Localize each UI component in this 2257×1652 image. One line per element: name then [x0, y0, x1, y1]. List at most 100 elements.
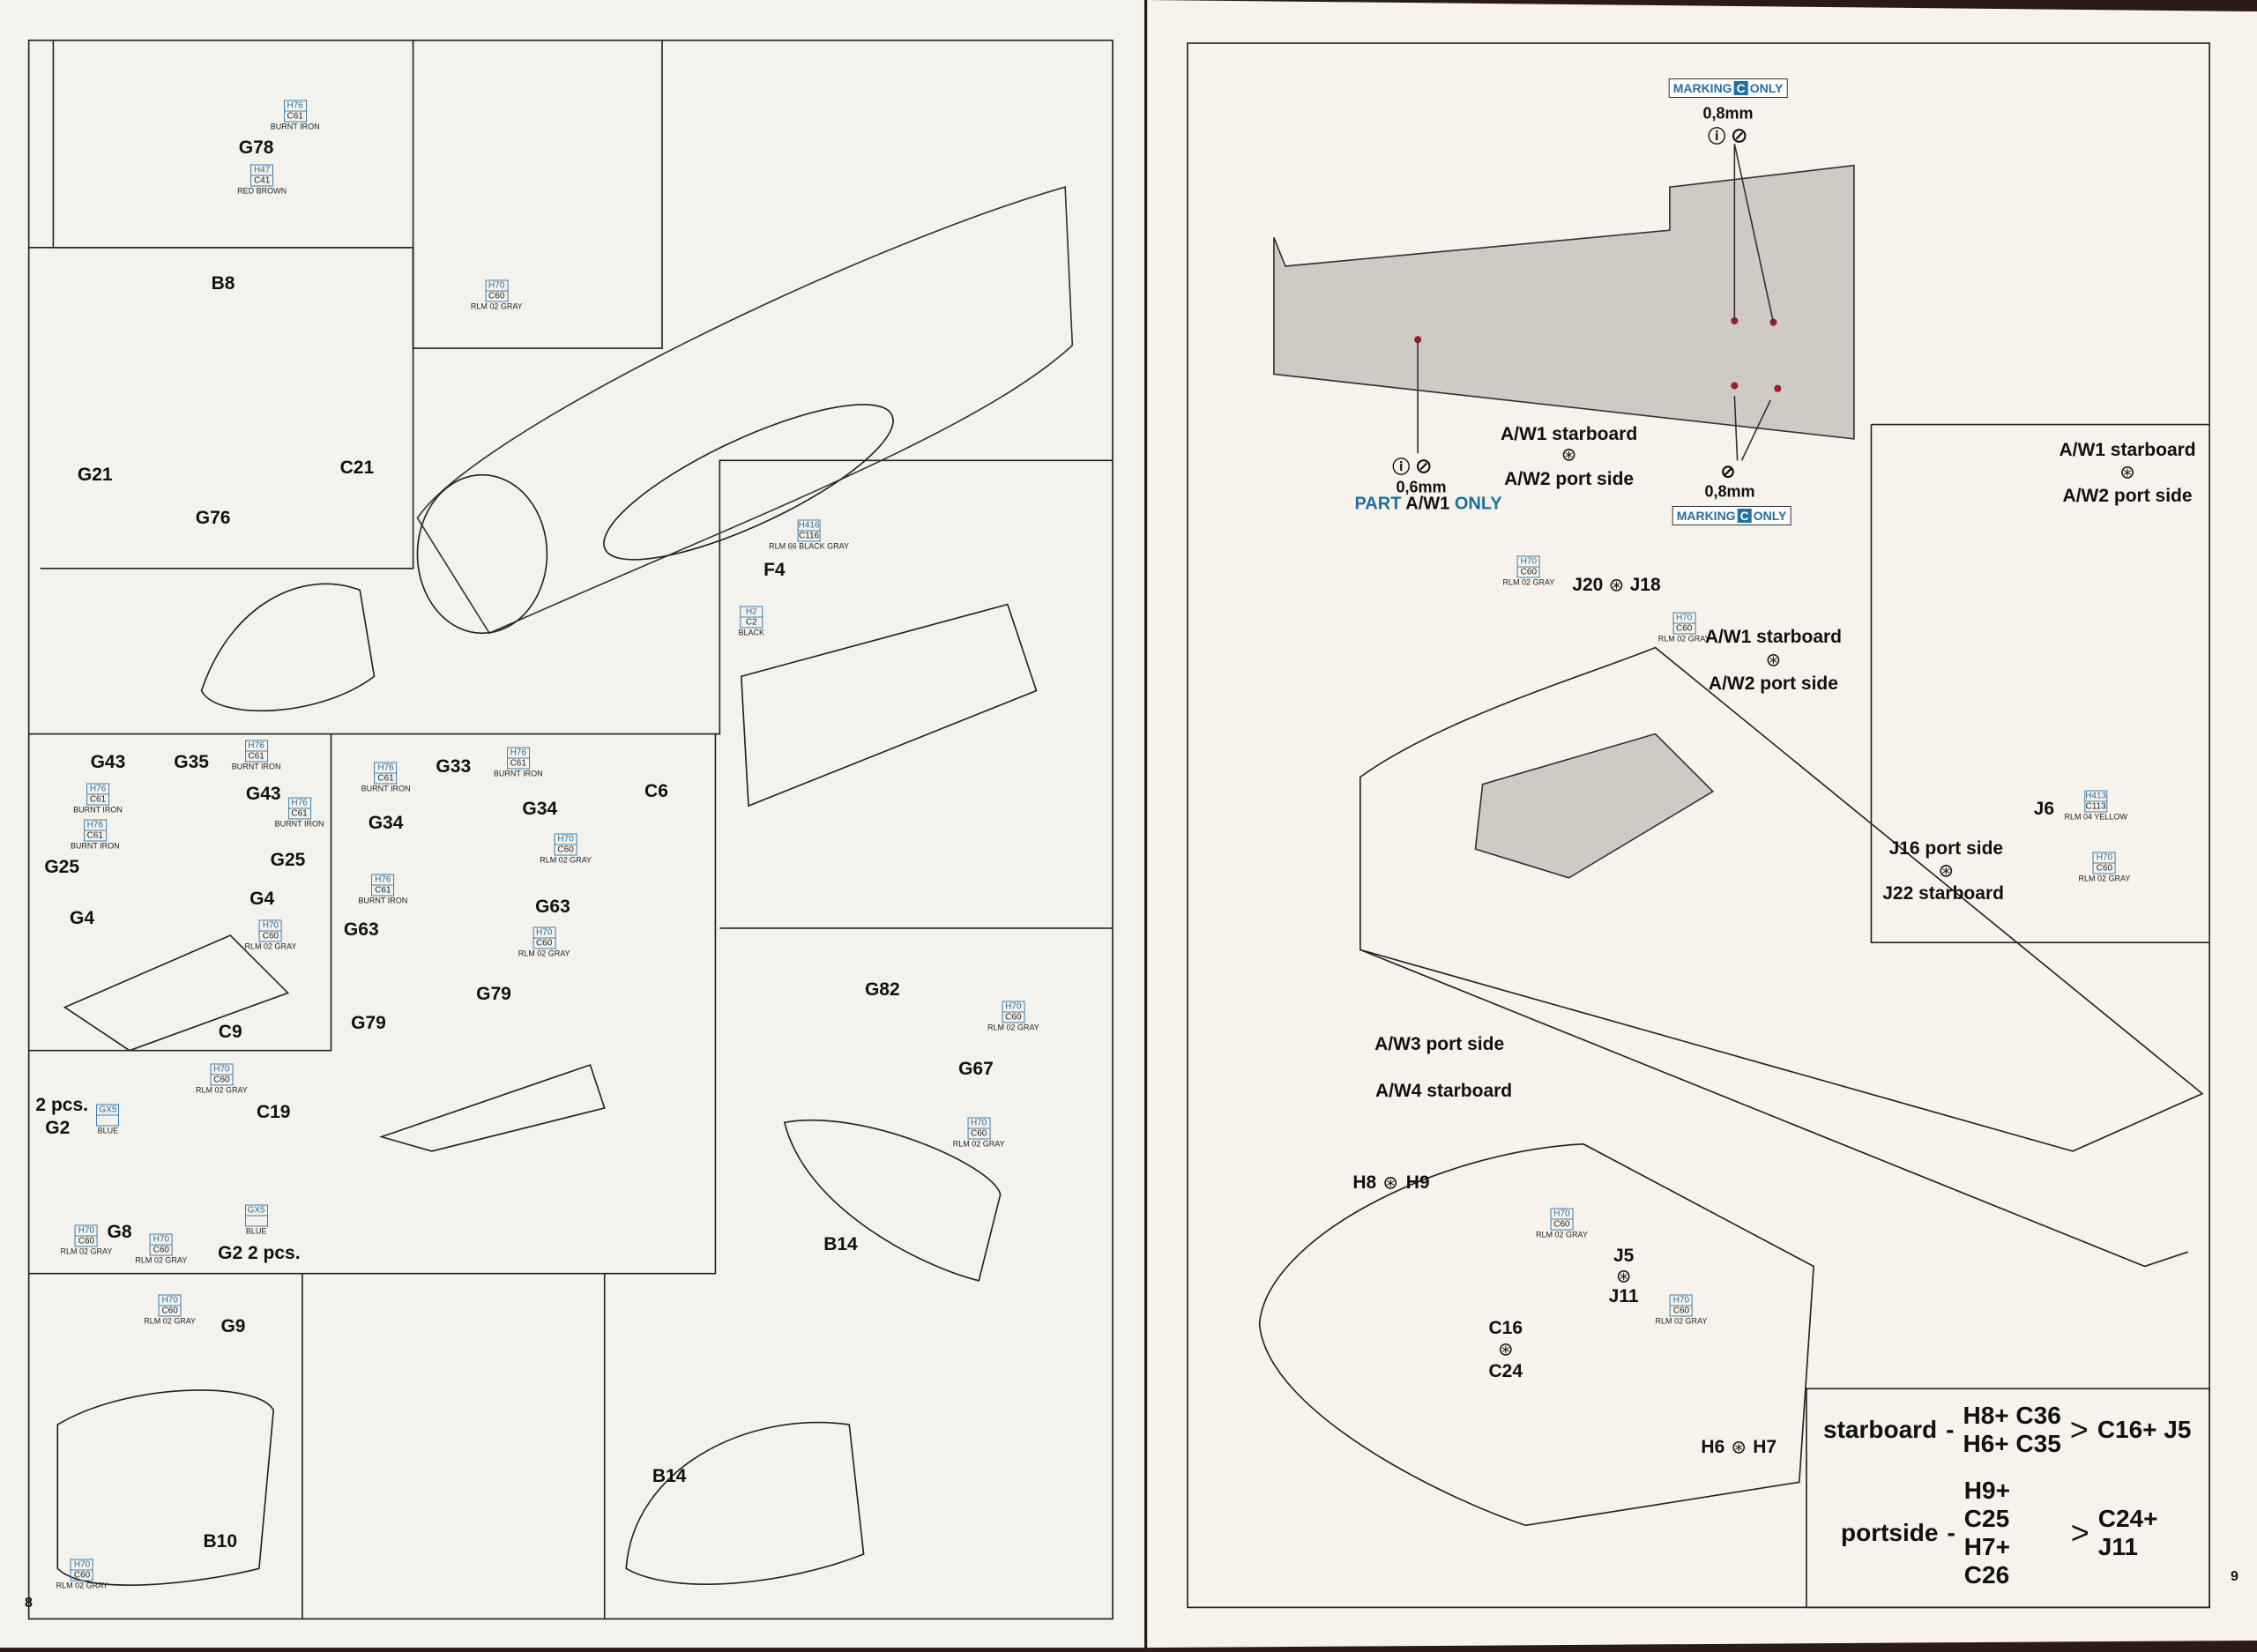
part-label: A/W2 port side	[1708, 673, 1838, 694]
paint-code-secondary: C61	[83, 830, 107, 842]
summary-side: portside	[1841, 1519, 1939, 1546]
part-label: G78	[238, 138, 274, 159]
part-label: B10	[203, 1530, 238, 1552]
drill-question-icon: ⓘ ⊘	[1392, 458, 1433, 478]
paint-name: BURNT IRON	[73, 805, 123, 815]
paint-code-secondary: C60	[1672, 623, 1696, 635]
marking-suffix: ONLY	[1749, 81, 1784, 95]
paint-code-primary: H76	[371, 874, 395, 886]
paint-code-secondary: C60	[1002, 1012, 1025, 1023]
part-label: J22 starboard	[1882, 882, 2004, 904]
part-label: G8	[107, 1221, 132, 1242]
rotate-direction-icon: ⊛	[1731, 1437, 1747, 1458]
paint-code-secondary: C60	[149, 1245, 173, 1256]
paint-code-primary: H76	[287, 797, 311, 809]
paint-code-primary: H76	[283, 100, 307, 112]
rotate-direction-icon: ⊛	[1615, 1266, 1632, 1287]
part-label: A/W2 port side	[1504, 468, 1635, 489]
paint-name: RLM 02 GRAY	[56, 1581, 108, 1590]
paint-code-primary: H70	[554, 833, 577, 845]
paint-name: BURNT IRON	[231, 762, 281, 771]
paint-code-primary: H76	[506, 747, 530, 759]
rotate-direction-icon: ⊛	[1497, 1339, 1514, 1360]
summary-pair-b: H7+ C26	[1963, 1533, 2010, 1589]
paint-code-secondary: C61	[371, 885, 395, 897]
paint-code-secondary: C60	[158, 1306, 182, 1317]
part-label: G4	[250, 889, 275, 910]
paint-code-primary: H76	[374, 762, 398, 774]
part-label: A/W1 starboard	[1704, 627, 1843, 648]
marking-suffix: ONLY	[1753, 509, 1787, 523]
part-label: J6	[2033, 798, 2055, 819]
paint-code-primary: H70	[1516, 555, 1540, 568]
paint-code-primary: H70	[74, 1224, 98, 1237]
paint-code-secondary: C60	[1669, 1306, 1693, 1317]
paint-name: RLM 04 YELLOW	[2064, 812, 2127, 822]
paint-code-secondary: C41	[250, 175, 274, 187]
paint-name: RLM 02 GRAY	[987, 1023, 1039, 1032]
paint-code-primary: H76	[244, 740, 268, 752]
paint-code-secondary: C60	[71, 1570, 94, 1581]
paint-code-primary: GX5	[96, 1104, 120, 1116]
merge-chevron-icon: >	[2070, 1514, 2089, 1551]
paint-name: BURNT IRON	[70, 841, 120, 851]
rotate-direction-icon: ⊛	[1382, 1172, 1398, 1194]
paint-name: RLM 02 GRAY	[1502, 577, 1555, 587]
paint-code-primary: H70	[1672, 612, 1696, 624]
part-label: G82	[864, 979, 900, 1001]
part-label: G76	[195, 507, 231, 528]
paint-name: RLM 02 GRAY	[540, 855, 592, 865]
paint-code-primary: GX5	[244, 1204, 268, 1217]
part-label: H8	[1352, 1172, 1377, 1194]
merge-chevron-icon: >	[2069, 1411, 2089, 1447]
paint-name: RLM 02 GRAY	[470, 301, 523, 311]
part-label: G33	[436, 756, 472, 778]
wing-hatch-area	[1474, 733, 1715, 879]
summary-pair-a: H8+ C36	[1963, 1402, 2061, 1429]
rotate-direction-icon: ⊛	[1561, 444, 1577, 465]
paint-code-secondary: C60	[2092, 863, 2116, 874]
paint-name: BURNT IRON	[493, 769, 543, 778]
part-label: A/W1 starboard	[2059, 440, 2196, 461]
paint-code-secondary: C2	[740, 617, 764, 629]
part-label: G79	[351, 1012, 386, 1033]
paint-code-primary: H70	[210, 1063, 234, 1075]
summary-result: C16+ J5	[2097, 1416, 2192, 1443]
paint-code-secondary: C61	[86, 794, 110, 806]
paint-code-secondary: C61	[506, 758, 530, 770]
part-label: H7	[1753, 1437, 1777, 1458]
paint-name: RLM 66 BLACK GRAY	[769, 541, 849, 551]
part-only-suffix: ONLY	[1454, 494, 1502, 514]
paint-code-primary: H47	[250, 164, 274, 176]
part-label: A/W2 port side	[2062, 486, 2193, 507]
part-label: G35	[174, 752, 209, 773]
wing-panel	[1273, 164, 1855, 440]
part-label: H9	[1405, 1172, 1430, 1194]
part-label: C9	[218, 1021, 242, 1042]
page-number-right: 9	[2231, 1569, 2238, 1584]
part-label: G25	[44, 857, 80, 878]
paint-name: RED BROWN	[237, 186, 287, 196]
paint-code-secondary: C60	[533, 938, 556, 949]
part-label: G2	[45, 1118, 71, 1138]
part-label: B8	[211, 272, 235, 294]
paint-code-secondary: C61	[283, 111, 307, 123]
paint-code-secondary: C60	[258, 931, 282, 942]
part-only-part: A/W1	[1405, 494, 1450, 514]
left-page	[0, 0, 1144, 1648]
